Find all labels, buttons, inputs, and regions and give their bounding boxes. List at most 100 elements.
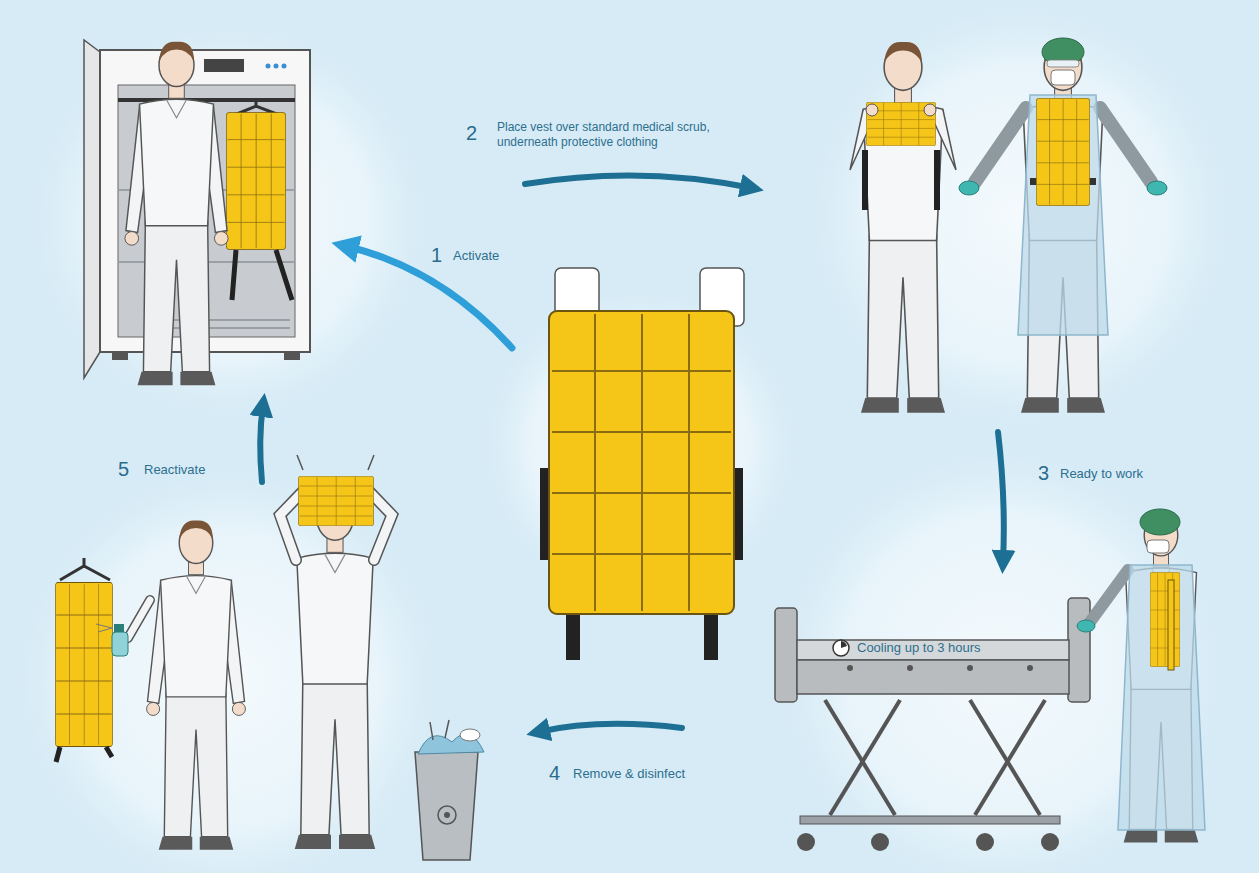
donning-illustration [924,104,936,116]
bed-illustration [1041,833,1059,851]
bed-illustration [825,700,895,815]
step-number: 4 [549,761,560,786]
bed-illustration [775,608,797,702]
disinfect-illustration [55,520,245,849]
fridge-illustration [226,112,285,249]
step-number: 3 [1038,461,1049,486]
cycle-arrow [525,175,752,188]
bed-illustration [1090,570,1128,622]
donning-illustration [1100,108,1151,182]
bed-illustration [1168,580,1174,670]
bed-illustration [800,816,1060,824]
step-label: Reactivate [144,462,205,478]
donning-illustration [850,38,1167,413]
bed-illustration [970,700,1040,815]
bed-illustration [797,660,1069,694]
donning-illustration [866,102,935,146]
removal-illustration [444,812,450,818]
scene-glow [470,275,810,615]
scene-glow [790,0,1250,445]
removal-illustration [460,729,480,741]
step-label: Place vest over standard medical scrub, … [497,120,747,150]
removal-illustration [415,752,478,860]
removal-illustration [430,720,449,740]
cycle-arrow [260,175,1004,732]
bed-illustration [967,665,973,671]
step-number: 2 [466,121,477,146]
disinfect-illustration [56,747,112,762]
bed-illustration [976,833,994,851]
fridge-illustration [204,59,244,72]
bed-illustration [871,833,889,851]
fridge-illustration [232,250,292,300]
disinfect-illustration [60,558,110,580]
cycle-arrow [345,246,512,348]
disinfect-illustration [112,632,128,656]
bed-illustration [825,700,1045,815]
disinfect-illustration [55,583,112,747]
bed-illustration [830,700,900,815]
bed-illustration [1027,665,1033,671]
fridge-illustration [266,64,271,69]
step-label: Ready to work [1060,466,1143,482]
disinfect-illustration [128,600,150,638]
donning-illustration [862,150,868,210]
disinfect-illustration [96,624,112,632]
bed-illustration [1077,620,1095,632]
cooling-vest [549,311,734,614]
donning-illustration [934,150,940,210]
bed-illustration [797,833,815,851]
cycle-arrow [538,724,682,732]
step-label: Remove & disinfect [573,766,685,782]
fridge-illustration [84,40,100,378]
donning-illustration [975,108,1026,182]
bed-illustration [775,509,1205,851]
removal-illustration [438,806,456,824]
donning-illustration [1018,95,1108,335]
bed-illustration [797,640,1069,660]
fridge-illustration [284,352,300,360]
step-label: Activate [453,248,499,264]
fridge-illustration [125,42,228,386]
cycle-arrow [998,432,1004,562]
removal-illustration [280,455,484,860]
donning-illustration [1147,181,1167,195]
clock-icon [833,640,849,656]
bed-illustration [1147,540,1169,553]
bed-illustration [1068,598,1090,702]
step-number: 5 [118,457,129,482]
scene-glow [15,5,445,435]
scene-glow [760,430,1240,873]
fridge-illustration [282,64,287,69]
bed-illustration [1150,572,1180,666]
bed-illustration [847,665,853,671]
removal-illustration [297,455,374,470]
clock-icon [841,641,847,648]
removal-illustration [298,476,373,526]
bed-illustration [1140,509,1180,535]
fridge-illustration [274,64,279,69]
donning-illustration [866,104,878,116]
fridge-illustration [118,98,295,102]
step-number: 1 [431,243,442,268]
donning-illustration [861,42,945,413]
disinfect-illustration [147,520,246,849]
disinfect-illustration [128,600,150,638]
bed-illustration [1118,565,1205,830]
removal-illustration [295,494,375,849]
donning-illustration [959,181,979,195]
donning-illustration [1042,38,1084,66]
step-label: Cooling up to 3 hours [857,640,981,656]
cycle-arrow [260,405,263,482]
donning-illustration [1051,70,1075,85]
fridge-illustration [112,352,128,360]
donning-illustration [1047,60,1079,67]
donning-illustration [1036,98,1089,205]
scene-glow [0,450,460,873]
cooling-vest [540,268,744,660]
bed-illustration [975,700,1045,815]
clock-icon [833,640,849,656]
bed-illustration [847,665,1033,671]
disinfect-illustration [114,624,124,632]
